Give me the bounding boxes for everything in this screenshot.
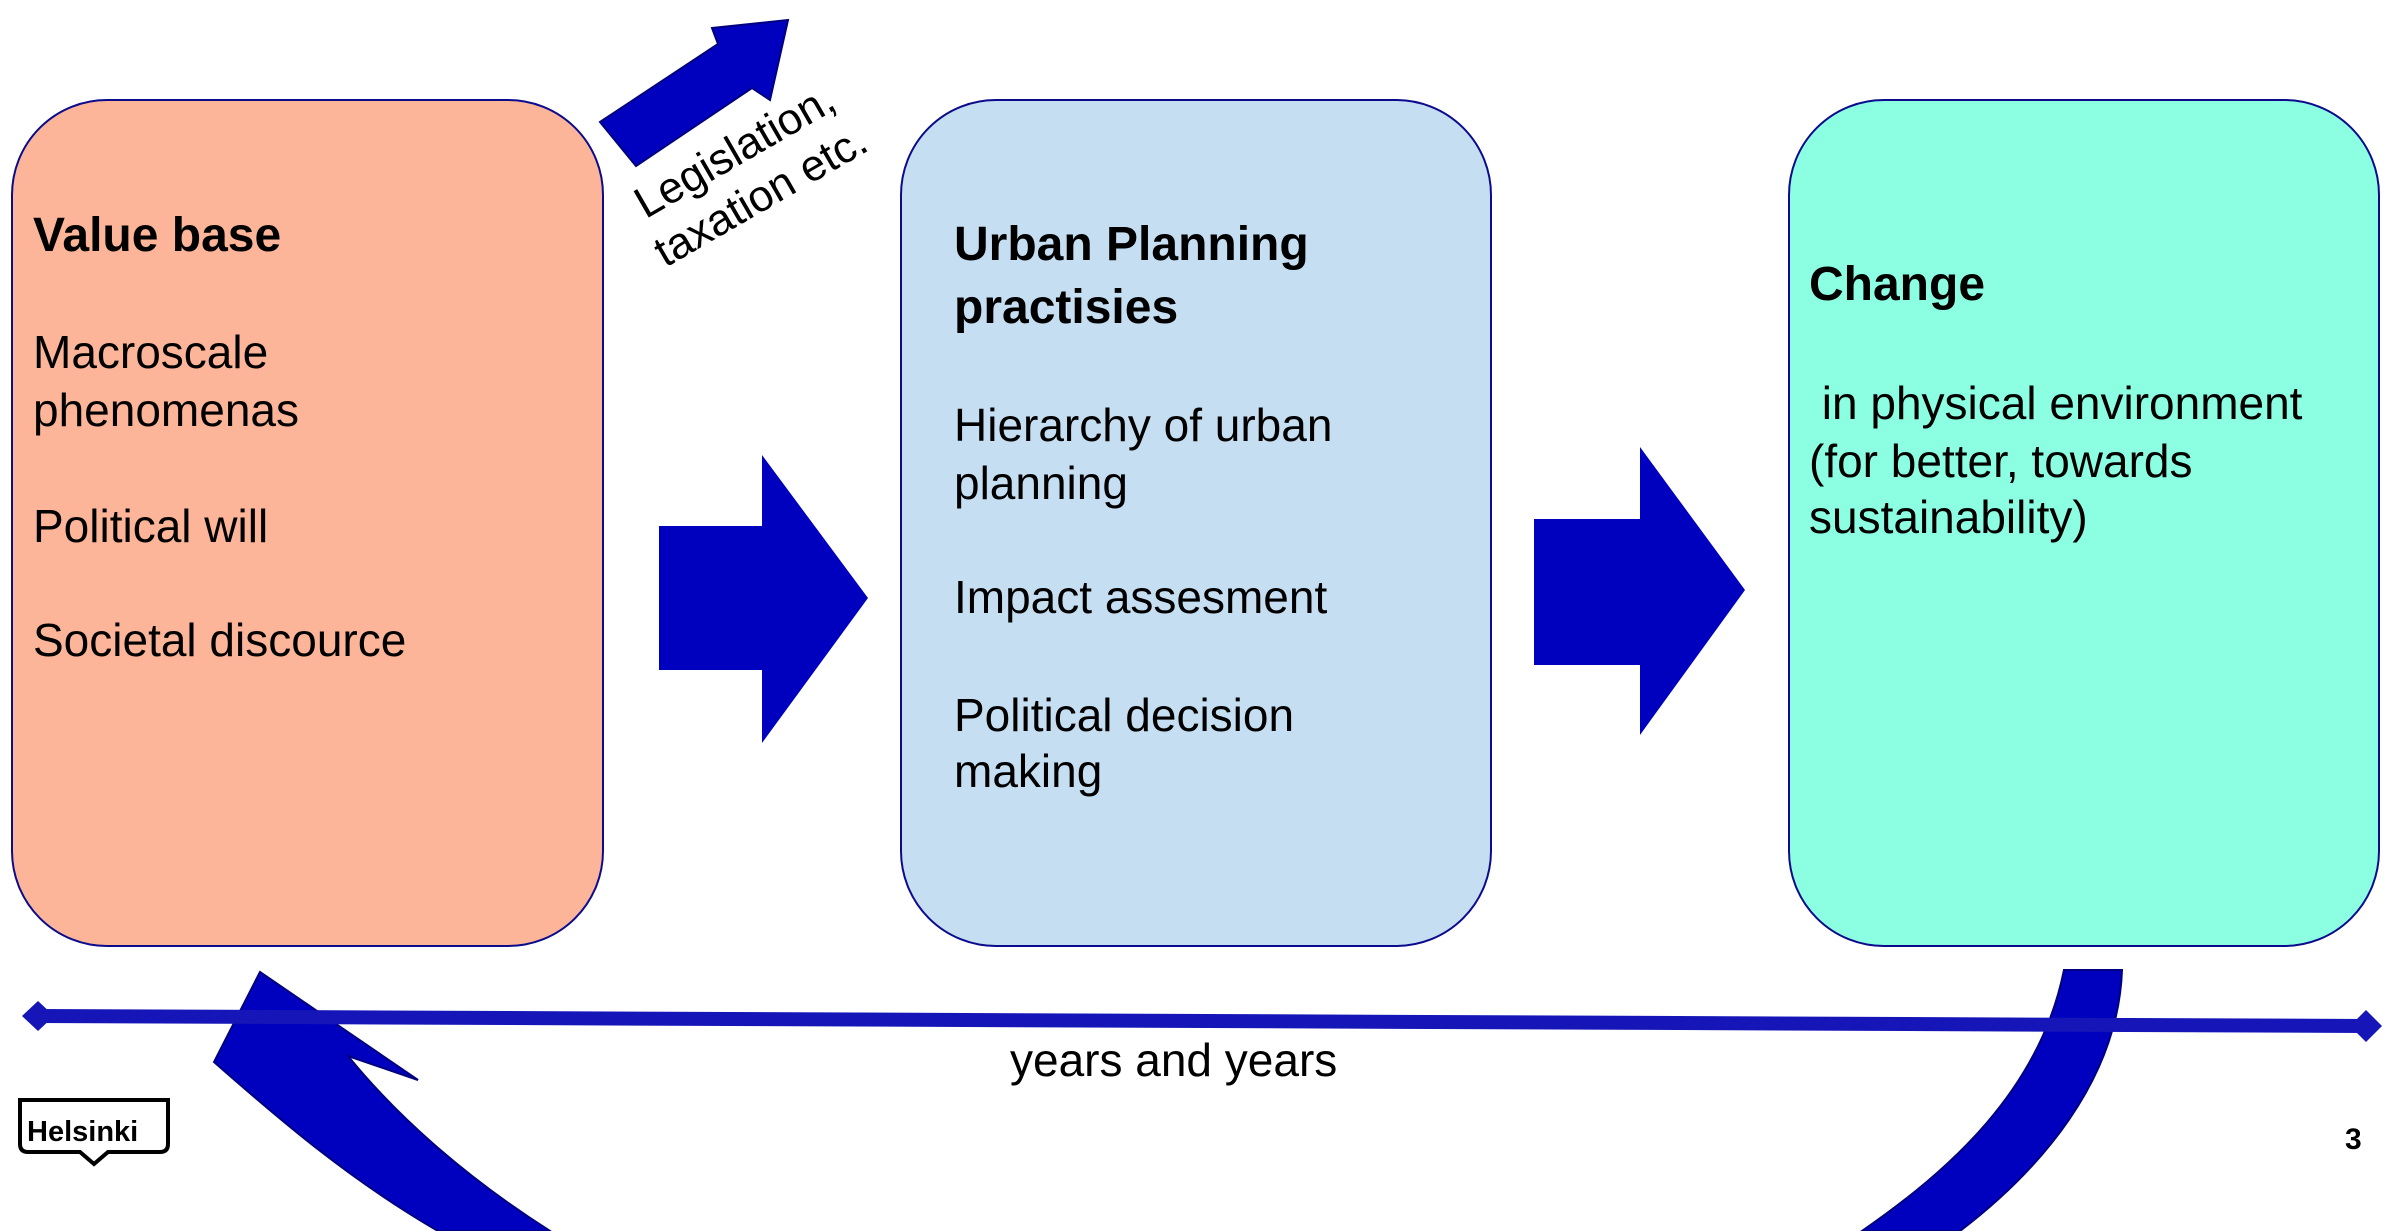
value-base-title: Value base [33, 209, 282, 262]
right-arrow-1 [659, 455, 868, 743]
page-number: 3 [2345, 1123, 2362, 1156]
change-line: sustainability) [1809, 491, 2088, 543]
helsinki-logo [18, 1098, 170, 1167]
change-box [1788, 99, 2380, 947]
urban-planning-title: Urban Planning [954, 218, 1309, 271]
urban-planning-line: planning [954, 457, 1128, 509]
urban-planning-box [900, 99, 1492, 947]
change-line: in physical environment [1809, 377, 2303, 429]
value-base-line: phenomenas [33, 384, 299, 436]
value-base-line: Political will [33, 500, 269, 552]
value-base-line: Macroscale [33, 326, 269, 378]
urban-planning-line: Impact assesment [954, 571, 1328, 623]
helsinki-logo-text: Helsinki [27, 1116, 139, 1148]
value-base-line: Societal discource [33, 614, 407, 666]
urban-planning-line: Political decision [954, 689, 1295, 741]
value-base-box [11, 99, 604, 947]
timeline-label: years and years [1010, 1034, 1338, 1086]
urban-planning-line: Hierarchy of urban [954, 399, 1333, 451]
change-title: Change [1809, 258, 1986, 311]
change-line: (for better, towards [1809, 435, 2193, 487]
legislation-arrow [598, 18, 790, 168]
feedback-loop-arrow [212, 969, 2124, 1231]
urban-planning-line: making [954, 745, 1103, 797]
right-arrow-2 [1534, 447, 1745, 735]
urban-planning-title: practisies [954, 281, 1179, 334]
